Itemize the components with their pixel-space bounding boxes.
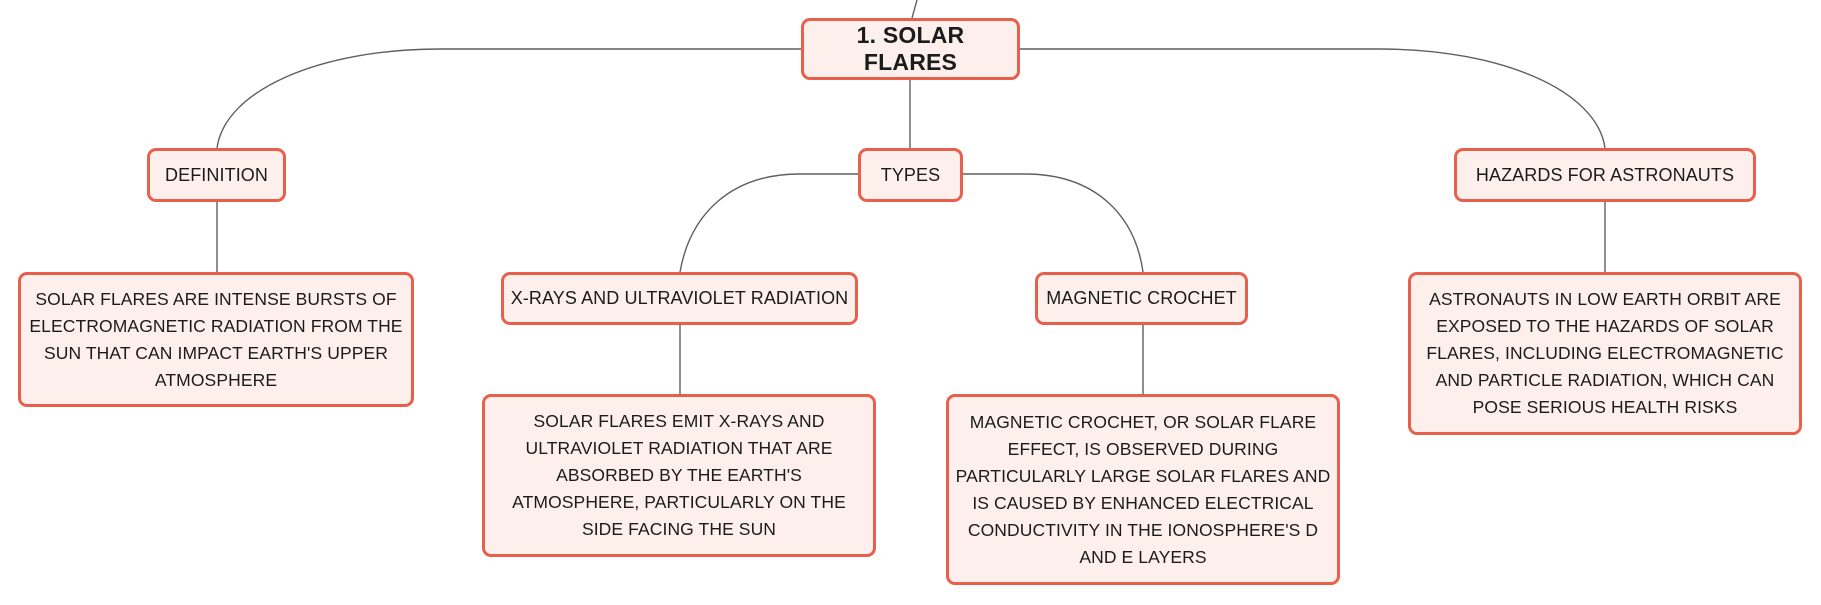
connector-types-to-xrays: [679, 173, 858, 273]
types-node[interactable]: TYPES: [858, 148, 963, 202]
xrays-detail-node[interactable]: SOLAR FLARES EMIT X-RAYS AND ULTRAVIOLET…: [482, 394, 876, 557]
xrays-detail-text: SOLAR FLARES EMIT X-RAYS AND ULTRAVIOLET…: [512, 411, 846, 539]
xrays-node[interactable]: X-RAYS AND ULTRAVIOLET RADIATION: [501, 272, 858, 325]
root-label: 1. SOLAR FLARES: [856, 22, 965, 75]
connector-root-to-hazards: [1020, 48, 1606, 149]
types-label: TYPES: [880, 164, 941, 185]
crochet-detail-text: MAGNETIC CROCHET, OR SOLAR FLARE EFFECT,…: [955, 411, 1331, 567]
connector-parent-to-root: [911, 0, 918, 19]
hazards-detail-text: ASTRONAUTS IN LOW EARTH ORBIT ARE EXPOSE…: [1426, 289, 1784, 417]
connector-root-to-definition: [216, 48, 801, 149]
root-node[interactable]: 1. SOLAR FLARES: [801, 18, 1020, 80]
crochet-node[interactable]: MAGNETIC CROCHET: [1035, 272, 1248, 325]
definition-detail-text: SOLAR FLARES ARE INTENSE BURSTS OF ELECT…: [29, 288, 403, 390]
crochet-detail-node[interactable]: MAGNETIC CROCHET, OR SOLAR FLARE EFFECT,…: [946, 394, 1340, 585]
connector-types-to-crochet: [962, 173, 1144, 273]
definition-detail-node[interactable]: SOLAR FLARES ARE INTENSE BURSTS OF ELECT…: [18, 272, 414, 407]
definition-node[interactable]: DEFINITION: [147, 148, 286, 202]
xrays-label: X-RAYS AND ULTRAVIOLET RADIATION: [510, 288, 849, 308]
hazards-label: HAZARDS FOR ASTRONAUTS: [1475, 164, 1735, 185]
hazards-detail-node[interactable]: ASTRONAUTS IN LOW EARTH ORBIT ARE EXPOSE…: [1408, 272, 1802, 435]
definition-label: DEFINITION: [165, 164, 268, 185]
hazards-node[interactable]: HAZARDS FOR ASTRONAUTS: [1454, 148, 1756, 202]
crochet-label: MAGNETIC CROCHET: [1046, 288, 1237, 308]
